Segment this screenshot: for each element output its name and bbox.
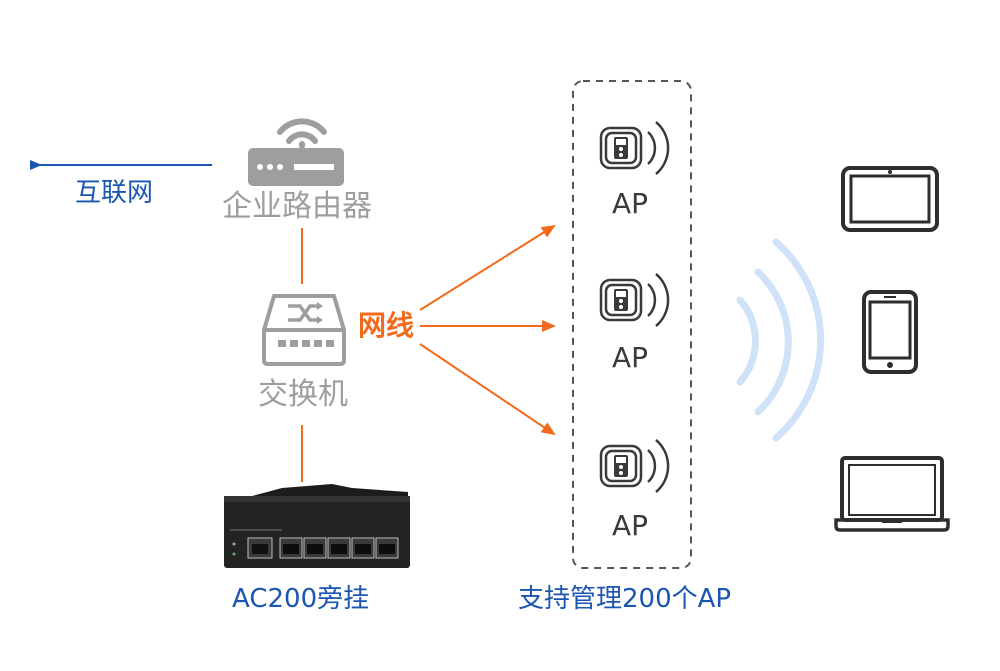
ap-icon xyxy=(599,121,670,175)
router-label: 企业路由器 xyxy=(222,189,372,224)
cable-arrow-top xyxy=(419,224,556,311)
laptop-icon xyxy=(834,456,950,532)
wifi-waves-icon xyxy=(736,238,825,442)
switch-icon xyxy=(262,294,346,366)
ap-label: AP xyxy=(612,341,649,374)
ap-label: AP xyxy=(612,187,649,220)
ap-label: AP xyxy=(612,509,649,542)
tablet-icon xyxy=(841,166,939,232)
switch-label: 交换机 xyxy=(258,377,348,412)
internet-label: 互联网 xyxy=(75,178,154,208)
phone-icon xyxy=(862,290,918,374)
ac-controller-label: AC200旁挂 xyxy=(232,584,370,614)
ap-icon xyxy=(599,439,670,493)
ac-controller-device xyxy=(224,484,410,568)
router-icon xyxy=(248,118,344,186)
ap-icon xyxy=(599,273,670,327)
cable-label: 网线 xyxy=(358,309,415,342)
cable-arrow-bottom xyxy=(419,343,556,436)
ap-group-caption: 支持管理200个AP xyxy=(518,584,732,614)
